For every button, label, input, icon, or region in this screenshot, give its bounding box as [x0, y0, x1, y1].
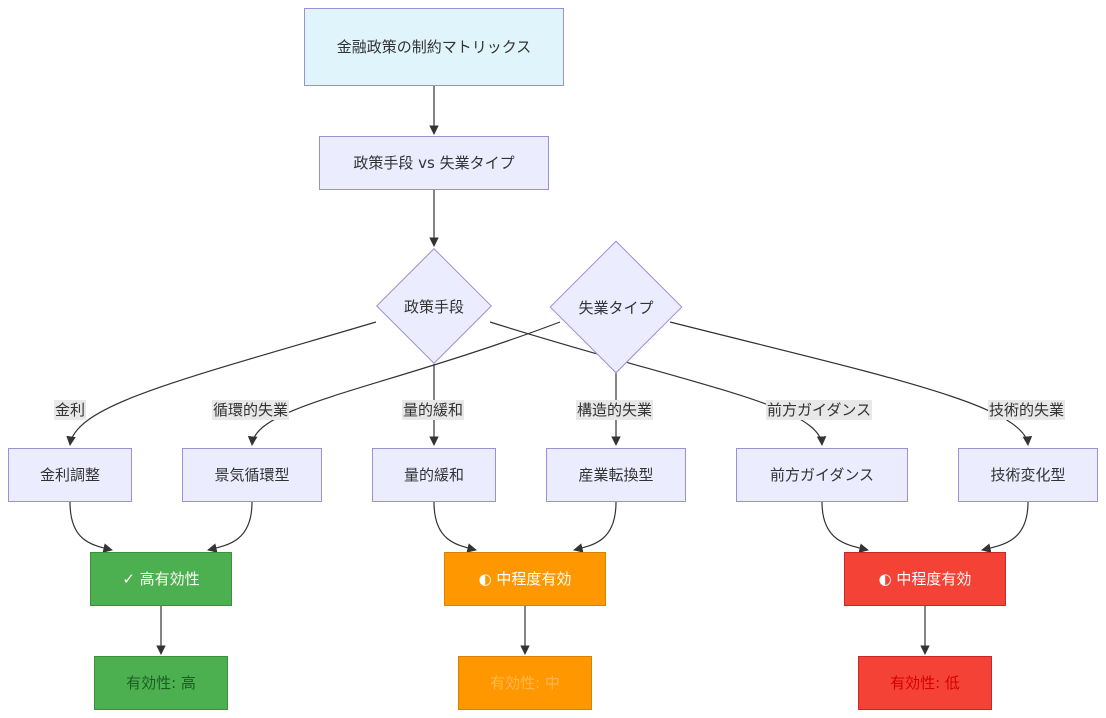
edge-unemployment-to-tech [669, 321, 1033, 446]
edge-industrial-to-mid [573, 501, 617, 553]
interest-adjust-text: 金利調整 [39, 466, 100, 484]
tech-change-node: 技術変化型 [958, 448, 1098, 502]
industrial-shift-text: 産業転換型 [578, 466, 654, 484]
edge-label-structural: 構造的失業 [576, 400, 654, 420]
decision-policy: 政策手段 [376, 248, 492, 364]
qe-text: 量的緩和 [403, 466, 464, 484]
edge-cyclical-to-high [207, 501, 253, 553]
tech-change-text: 技術変化型 [990, 466, 1066, 484]
effect-mid-text: 有効性: 中 [490, 674, 560, 692]
effect-low-text: 有効性: 低 [890, 674, 960, 692]
high-effect-node: ✓ 高有効性 [90, 552, 232, 606]
effect-high-node: 有効性: 高 [94, 656, 228, 710]
cyclical-type-node: 景気循環型 [182, 448, 322, 502]
forward-guidance-text: 前方ガイダンス [769, 466, 875, 484]
mid-effect-text: ◐ 中程度有効 [478, 570, 572, 588]
edge-tech-to-low [981, 501, 1029, 553]
edge-label-cyclical: 循環的失業 [212, 400, 290, 420]
forward-guidance-node: 前方ガイダンス [736, 448, 908, 502]
edge-label-interest: 金利 [54, 400, 87, 420]
edge-interest-to-high [69, 501, 113, 553]
title-node: 金融政策の制約マトリックス [304, 8, 564, 86]
qe-node: 量的緩和 [372, 448, 496, 502]
low-effect-node: ◐ 中程度有効 [844, 552, 1006, 606]
edge-forward-to-low [821, 501, 869, 553]
title-text: 金融政策の制約マトリックス [336, 38, 532, 56]
decision-policy-label: 政策手段 [403, 297, 464, 316]
interest-adjust-node: 金利調整 [8, 448, 132, 502]
edge-label-forward: 前方ガイダンス [766, 400, 873, 420]
matrix-node: 政策手段 vs 失業タイプ [319, 136, 549, 190]
edge-label-qe: 量的緩和 [402, 400, 465, 420]
edge-label-technological: 技術的失業 [988, 400, 1066, 420]
decision-unemployment: 失業タイプ [549, 240, 683, 374]
effect-mid-node: 有効性: 中 [458, 656, 592, 710]
low-effect-text: ◐ 中程度有効 [878, 570, 972, 588]
edge-qe-to-mid [433, 501, 477, 553]
decision-unemployment-label: 失業タイプ [578, 298, 654, 317]
high-effect-text: ✓ 高有効性 [122, 570, 200, 588]
effect-high-text: 有効性: 高 [126, 674, 196, 692]
matrix-text: 政策手段 vs 失業タイプ [353, 154, 515, 172]
cyclical-type-text: 景気循環型 [214, 466, 290, 484]
effect-low-node: 有効性: 低 [858, 656, 992, 710]
edge-policy-to-forward [489, 321, 827, 446]
mid-effect-node: ◐ 中程度有効 [444, 552, 606, 606]
edge-unemployment-to-cyclical [247, 321, 561, 446]
edge-policy-to-interest [66, 321, 377, 446]
industrial-shift-node: 産業転換型 [546, 448, 686, 502]
